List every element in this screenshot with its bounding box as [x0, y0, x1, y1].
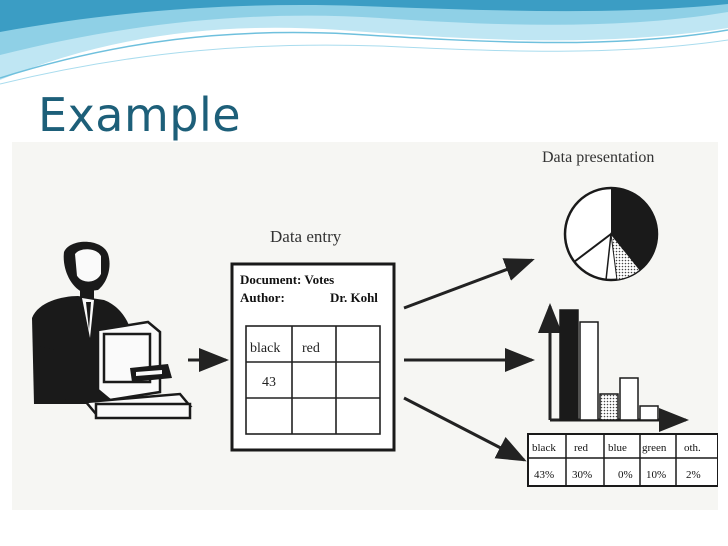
form-document-line: Document: Votes [240, 272, 334, 287]
stats-value-cell: 0% [618, 469, 633, 481]
slide-title: Example [38, 88, 242, 142]
bar-green [619, 377, 639, 421]
bar-black [559, 309, 579, 421]
arrow-to-stats-table [403, 396, 527, 462]
stats-value-cell: 43% [534, 469, 554, 481]
person-at-computer-icon [32, 241, 193, 420]
pie-slice-black [611, 187, 658, 270]
stats-value-cell: 30% [572, 469, 592, 481]
stats-header-cell: green [642, 442, 667, 454]
pie-slice-green [610, 232, 641, 281]
stats-header-cell: black [532, 442, 556, 454]
bar-chart [538, 303, 689, 432]
form-header-cell: red [302, 341, 320, 356]
pie-divider [605, 233, 612, 281]
stats-header-cell: oth. [684, 442, 701, 454]
form-header-cell: black [250, 341, 280, 356]
header-wave [0, 0, 728, 85]
form-author-value: Dr. Kohl [330, 290, 378, 305]
data-entry-form: Document: Votes Author: Dr. Kohl black r… [230, 262, 396, 452]
data-presentation-label: Data presentation [542, 149, 654, 166]
bar-dotted [599, 393, 619, 421]
form-author-key: Author: [240, 290, 285, 305]
stats-header-cell: red [574, 442, 589, 454]
pie-divider [573, 233, 612, 263]
bar-red [579, 321, 599, 421]
arrow-to-pie-chart [403, 258, 535, 310]
data-entry-label: Data entry [270, 227, 342, 246]
pie-chart [563, 186, 659, 282]
form-value-cell: 43 [262, 375, 276, 390]
stats-table: black red blue green oth. 43% 30% 0% 10%… [527, 433, 718, 487]
stats-header-cell: blue [608, 442, 627, 454]
form-grid [245, 325, 381, 435]
stats-value-cell: 2% [686, 469, 701, 481]
stats-value-cell: 10% [646, 469, 666, 481]
bar-other [639, 405, 659, 421]
data-flow-figure: Data entry Document: Votes Author: Dr. K… [12, 142, 718, 510]
